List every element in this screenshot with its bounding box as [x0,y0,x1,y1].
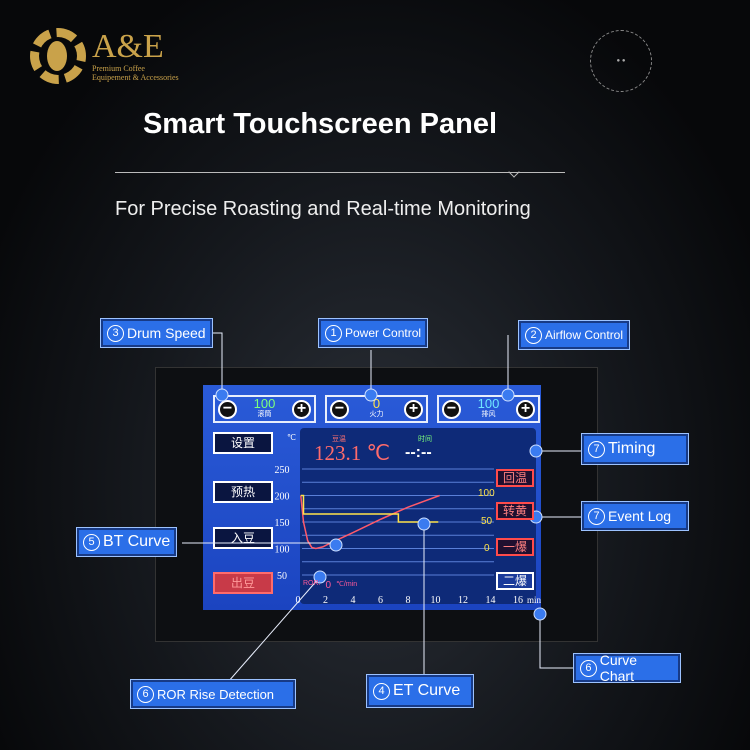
minus-button[interactable]: − [442,399,461,419]
callout-number: 5 [83,533,100,551]
callout-anchor-dot [533,607,547,621]
y-tick-label: 200 [275,492,290,503]
airflow-value: 100 [477,396,500,411]
x-tick-label: 6 [378,595,383,606]
callout-label: ET Curve [393,682,461,699]
brand-logo: A&E Premium Coffee Equipement & Accessor… [30,28,179,84]
brand-tagline: Premium Coffee [92,64,145,73]
y-tick-label: 100 [275,545,290,556]
callout-anchor-dot [215,388,229,402]
callout-number: 1 [325,324,342,342]
y-tick-label: 150 [275,518,290,529]
plus-button[interactable]: + [291,399,311,419]
callout-label: BT Curve [103,533,171,550]
callout-anchor-dot [501,388,515,402]
x-tick-label: 10 [431,595,441,606]
x-axis-label: min [527,595,542,605]
callout-number: 4 [373,682,390,700]
event-yellowing-button[interactable]: 转黄 [496,502,534,520]
x-tick-label: 8 [406,595,411,606]
leader-curve [539,614,573,669]
callout-label: Airflow Control [545,328,624,342]
page-subtitle: For Precise Roasting and Real-time Monit… [115,198,531,220]
x-tick-label: 0 [296,595,301,606]
event-second-crack-button[interactable]: 二爆 [496,572,534,590]
y-tick-label: 50 [277,571,287,582]
callout-number: 6 [137,685,154,703]
right-scale-0: 0 [484,543,490,554]
divider [115,172,565,173]
minus-button[interactable]: − [330,399,349,419]
time-label: 时间 [418,436,432,443]
time-value: --:-- [405,444,432,461]
y-unit: ℃ [287,433,296,442]
callout-anchor-dot [417,517,431,531]
callout-anchor-dot [529,444,543,458]
right-scale-50: 50 [481,516,493,527]
event-turning-point-button[interactable]: 回温 [496,469,534,487]
leader-drum [210,332,223,395]
x-tick-label: 12 [458,595,468,606]
x-tick-label: 4 [351,595,356,606]
brand-name: A&E [92,28,164,65]
drum-value: 100 [253,396,276,411]
brand-tagline-2: Equipement & Accessories [92,73,179,82]
callout-anchor-dot [313,570,327,584]
page-title: Smart Touchscreen Panel [142,108,498,140]
right-scale-100: 100 [478,488,495,499]
callout-number: 6 [580,659,597,677]
callout-number: 7 [588,507,605,525]
airflow-label: 排风 [481,411,496,418]
x-tick-label: 2 [323,595,328,606]
series-line-et [300,494,439,523]
callout-anchor-dot [364,388,378,402]
callout-label: Power Control [345,326,422,340]
callout-number: 3 [107,324,124,342]
ror-readout: ROR: 0 ℃/min [303,580,357,591]
coffee-bean-seal-icon: ● ● [590,30,652,92]
gear-bean-icon [30,28,86,84]
bean-temp-label: 豆温 [332,436,346,443]
discharge-beans-button[interactable]: 出豆 [213,572,273,594]
ror-value: 0 [325,580,332,591]
callout-label: Drum Speed [127,325,206,341]
callout-number: 2 [525,326,542,344]
callout-label: Timing [608,440,656,457]
plus-button[interactable]: + [515,399,535,419]
power-label: 火力 [369,411,384,418]
series-line-bt [300,494,440,550]
x-tick-label: 14 [486,595,496,606]
event-first-crack-button[interactable]: 一爆 [496,538,534,556]
preheat-button[interactable]: 预热 [213,481,273,503]
minus-button[interactable]: − [218,399,237,419]
callout-label: Curve Chart [599,652,638,684]
bean-temp-value: 123.1 ℃ [314,441,391,465]
x-tick-label: 16 [513,595,523,606]
power-value: 0 [372,396,381,411]
callout-label: Event Log [608,508,672,524]
drum-label: 滚筒 [257,411,272,418]
settings-button[interactable]: 设置 [213,432,273,454]
plus-button[interactable]: + [404,399,423,419]
callout-label: ROR Rise Detection [157,686,275,702]
callout-anchor-dot [329,538,343,552]
y-tick-label: 250 [275,465,290,476]
ror-label: ROR: [303,580,321,587]
callout-number: 7 [588,440,605,458]
leader-ror [227,576,321,683]
ror-unit: ℃/min [336,581,358,588]
